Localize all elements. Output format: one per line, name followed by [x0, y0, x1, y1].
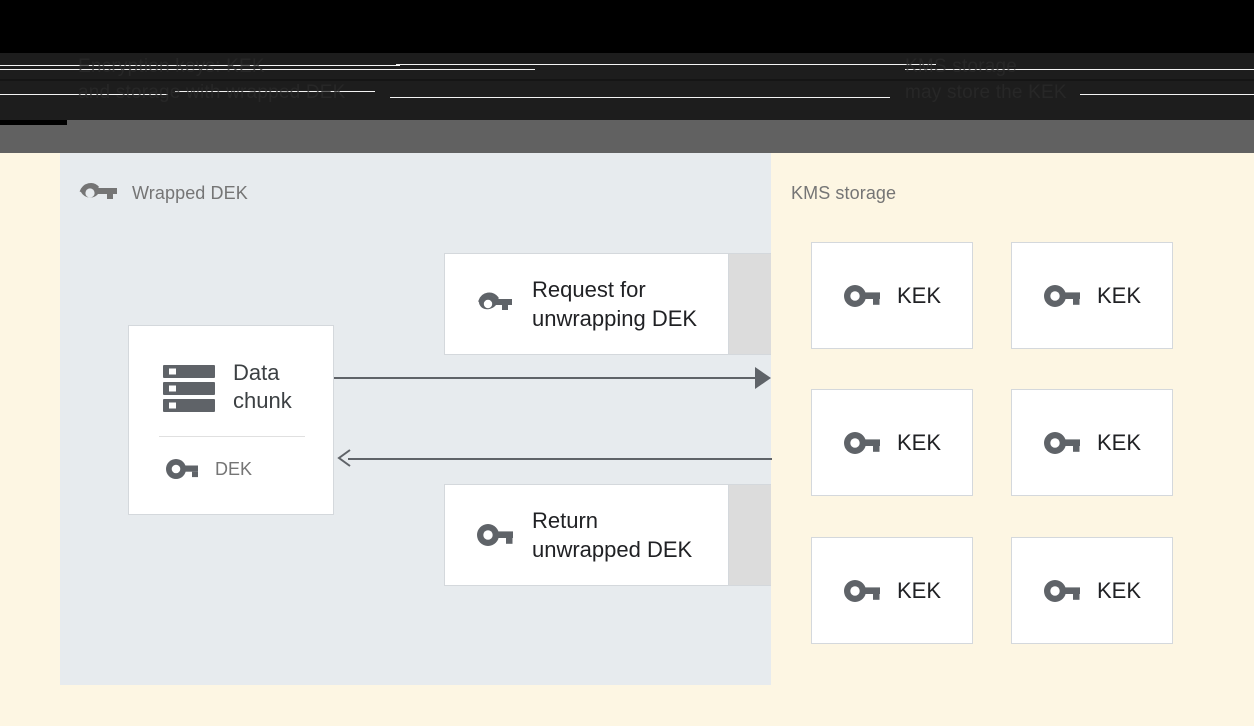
request-unwrapping-card[interactable]: Request for unwrapping DEK	[444, 253, 729, 355]
key-icon	[165, 458, 199, 480]
kek-label: KEK	[1096, 282, 1142, 308]
arrow-return-head	[337, 449, 351, 467]
return-card-text: Return unwrapped DEK	[532, 508, 693, 562]
key-icon	[476, 523, 514, 547]
key-icon	[843, 431, 881, 455]
return-unwrapped-card[interactable]: Return unwrapped DEK	[444, 484, 729, 586]
arrow-request-head	[755, 367, 771, 389]
key-icon	[1043, 284, 1081, 308]
window-toolbar-strip	[0, 120, 1254, 153]
kek-label: KEK	[1096, 429, 1142, 455]
key-icon	[843, 284, 881, 308]
arrow-return-line	[348, 458, 772, 460]
dek-row: DEK	[165, 458, 252, 480]
key-icon	[843, 579, 881, 603]
request-card-extension	[728, 253, 771, 355]
data-chunk-divider	[159, 436, 305, 437]
wrapped-key-icon	[79, 180, 119, 210]
kms-storage-panel-label: KMS storage	[791, 183, 897, 203]
arrow-request-line	[334, 377, 764, 379]
kek-box[interactable]: KEK	[1011, 389, 1173, 496]
kek-box[interactable]: KEK	[1011, 537, 1173, 644]
wrapped-dek-panel-label: Wrapped DEK	[132, 183, 248, 203]
window-toolbar-notch	[0, 120, 67, 125]
data-chunk-header: Data chunk	[161, 359, 292, 415]
storage-icon	[161, 359, 217, 415]
request-card-text: Request for unwrapping DEK	[532, 277, 698, 331]
window-title: Encryption keys: KEK and storage with wr…	[78, 56, 346, 103]
key-icon	[1043, 579, 1081, 603]
window-chrome-band	[0, 53, 1254, 120]
kek-box[interactable]: KEK	[811, 242, 973, 349]
data-chunk-card[interactable]: Data chunk DEK	[128, 325, 334, 515]
kek-box[interactable]: KEK	[1011, 242, 1173, 349]
kek-box[interactable]: KEK	[811, 537, 973, 644]
wrapped-key-icon	[476, 289, 514, 319]
kek-label: KEK	[896, 577, 942, 603]
kek-label: KEK	[896, 429, 942, 455]
return-card-extension	[728, 484, 771, 586]
window-subtitle: KMS storage may store the KEK	[905, 56, 1067, 103]
kek-label: KEK	[896, 282, 942, 308]
window-chrome-top	[0, 0, 1254, 53]
dek-label: DEK	[215, 458, 253, 479]
kek-label: KEK	[1096, 577, 1142, 603]
key-icon	[1043, 431, 1081, 455]
kek-box[interactable]: KEK	[811, 389, 973, 496]
data-chunk-title: Data chunk	[233, 360, 292, 413]
